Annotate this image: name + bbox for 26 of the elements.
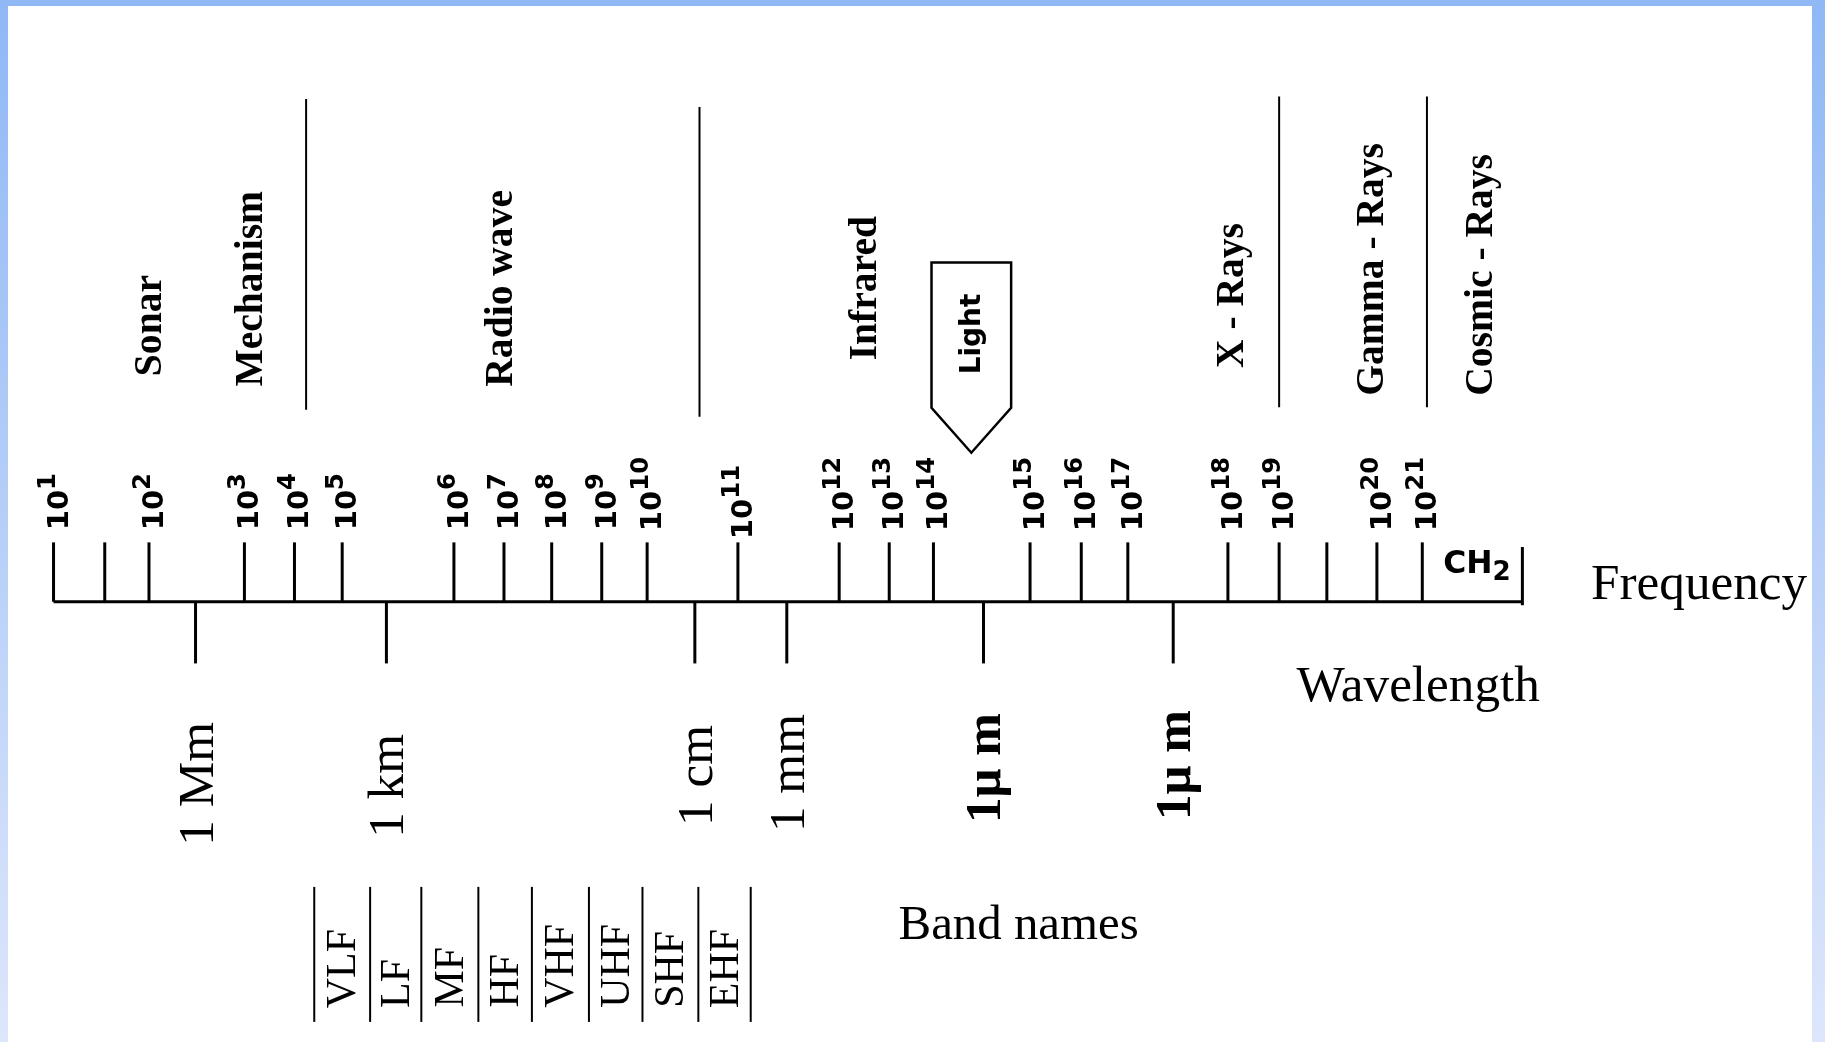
section-title: Band names bbox=[898, 898, 1139, 948]
unit-label: CH$_{2}$ bbox=[1443, 547, 1511, 585]
region-label: Radio wave bbox=[480, 189, 521, 387]
wavelength-label: 1 mm bbox=[761, 714, 813, 833]
wavelength-label: 1 Mm bbox=[169, 722, 222, 847]
band-name: VLF bbox=[321, 928, 364, 1008]
band-name: VHF bbox=[539, 924, 582, 1008]
pointer-shape bbox=[929, 260, 1013, 454]
wavelength-label: 1μ m bbox=[957, 712, 1010, 823]
region-label: Infrared bbox=[843, 216, 884, 361]
region-label: Cosmic - Rays bbox=[1460, 154, 1501, 396]
marker-label: Light bbox=[957, 293, 986, 375]
wavelength-label: 1 cm bbox=[669, 725, 721, 827]
band-name: HF bbox=[484, 954, 527, 1008]
wavelength-label: 1 km bbox=[360, 734, 412, 838]
band-name: MF bbox=[428, 947, 471, 1008]
region-label: Mechanism bbox=[230, 190, 270, 387]
axis-title: Frequency bbox=[1591, 556, 1808, 608]
band-name: LF bbox=[374, 959, 417, 1008]
band-name: UHF bbox=[594, 924, 637, 1008]
band-name: SHF bbox=[649, 931, 692, 1008]
region-label: Gamma - Rays bbox=[1351, 143, 1391, 396]
band-name: EHF bbox=[703, 928, 746, 1008]
region-label: X - Rays bbox=[1211, 222, 1252, 368]
region-label: Sonar bbox=[129, 274, 169, 376]
wavelength-label: 1μ m bbox=[1147, 710, 1199, 821]
